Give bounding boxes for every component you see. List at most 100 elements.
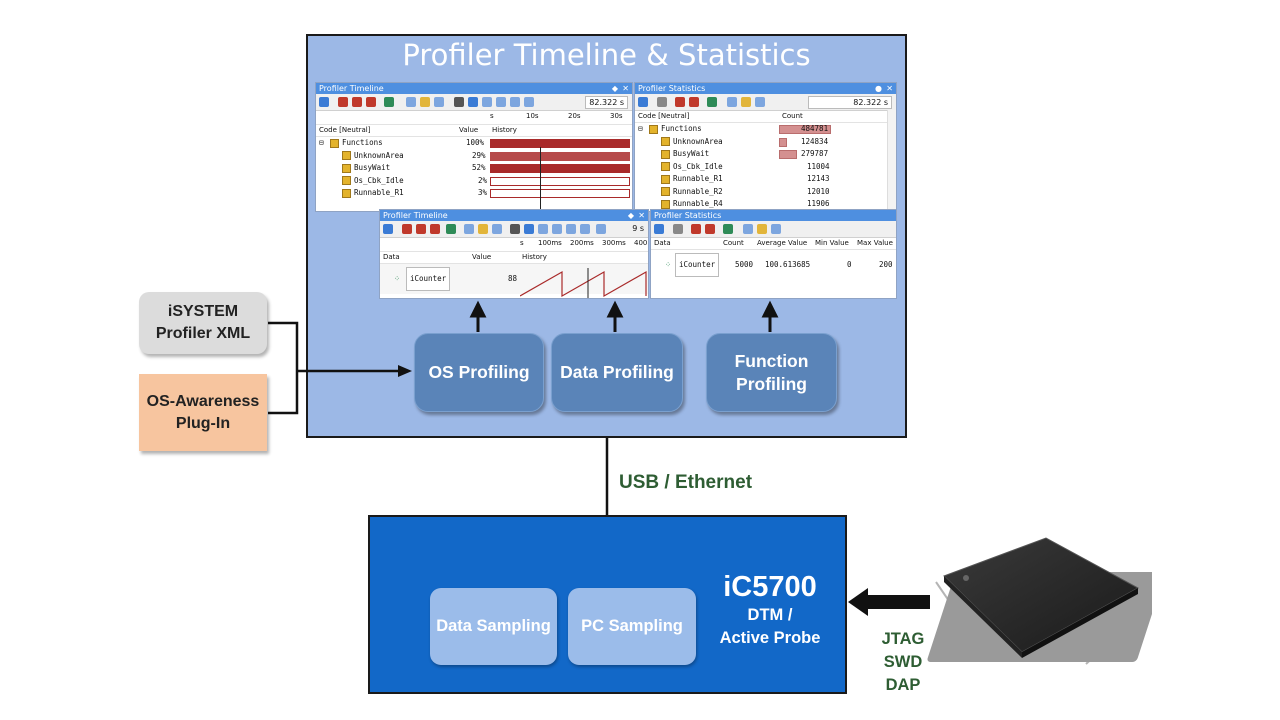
pin-icon[interactable]: ◆ bbox=[627, 211, 634, 220]
col-value: Value bbox=[472, 253, 492, 261]
filter-icon[interactable] bbox=[675, 97, 685, 107]
chart-icon[interactable] bbox=[727, 97, 737, 107]
col-value: Value bbox=[459, 126, 479, 134]
zoom-in-icon[interactable] bbox=[538, 224, 548, 234]
gear-icon[interactable] bbox=[654, 224, 664, 234]
table-row[interactable]: UnknownArea 124834 bbox=[635, 136, 896, 149]
export-icon[interactable] bbox=[446, 224, 456, 234]
zoom-fit-icon[interactable] bbox=[566, 224, 576, 234]
function-icon bbox=[661, 199, 670, 209]
col-count: Count bbox=[782, 112, 803, 120]
cursor-icon[interactable] bbox=[468, 97, 478, 107]
sawtooth-history bbox=[520, 268, 647, 298]
filter-remove-icon[interactable] bbox=[366, 97, 376, 107]
close-icon[interactable]: ✕ bbox=[622, 84, 629, 93]
chart-icon[interactable] bbox=[464, 224, 474, 234]
zoom-all-icon[interactable] bbox=[596, 224, 606, 234]
interface-labels: JTAG SWD DAP bbox=[873, 628, 933, 697]
table-row[interactable]: Runnable_R1 3% bbox=[316, 187, 632, 200]
export-icon[interactable] bbox=[707, 97, 717, 107]
function-icon bbox=[661, 149, 670, 159]
os-profiling-box: OS Profiling bbox=[414, 333, 544, 412]
filter-add-icon[interactable] bbox=[416, 224, 426, 234]
table-row[interactable]: BusyWait 52% bbox=[316, 162, 632, 175]
bookmark-icon[interactable] bbox=[420, 97, 430, 107]
profiler-statistics-window-os[interactable]: Profiler Statistics ● ✕ 82.322 s Code [N… bbox=[634, 82, 897, 212]
filter-add-icon[interactable] bbox=[352, 97, 362, 107]
pin-icon[interactable]: ◆ bbox=[611, 84, 618, 93]
col-history: History bbox=[492, 126, 517, 134]
filter-add-icon[interactable] bbox=[689, 97, 699, 107]
binoculars-icon[interactable] bbox=[510, 224, 520, 234]
device-line-2: Active Probe bbox=[719, 629, 821, 647]
count-bar bbox=[779, 137, 787, 147]
refresh-icon[interactable] bbox=[755, 97, 765, 107]
tick-label: s bbox=[490, 112, 494, 120]
close-icon[interactable]: ✕ bbox=[886, 84, 893, 93]
close-icon[interactable]: ✕ bbox=[638, 211, 645, 220]
time-cursor[interactable] bbox=[540, 147, 541, 211]
zoom-out-icon[interactable] bbox=[552, 224, 562, 234]
chart-icon[interactable] bbox=[743, 224, 753, 234]
window-title: Profiler Statistics bbox=[638, 84, 706, 93]
col-count: Count bbox=[723, 239, 744, 247]
column-header: Code [Neutral] Count bbox=[635, 111, 896, 123]
refresh-icon[interactable] bbox=[771, 224, 781, 234]
table-row[interactable]: ⁘ iCounter 5000 100.613685 0 200 bbox=[651, 250, 896, 280]
table-row[interactable]: Runnable_R2 12010 bbox=[635, 186, 896, 199]
gear-icon[interactable] bbox=[319, 97, 329, 107]
col-min: Min Value bbox=[815, 239, 849, 247]
gear-icon[interactable] bbox=[383, 224, 393, 234]
table-row[interactable]: Runnable_R4 11906 bbox=[635, 198, 896, 211]
gear-icon[interactable] bbox=[638, 97, 648, 107]
binoculars-icon[interactable] bbox=[454, 97, 464, 107]
filter-add-icon[interactable] bbox=[705, 224, 715, 234]
function-icon bbox=[649, 124, 658, 134]
zoom-fit-icon[interactable] bbox=[510, 97, 520, 107]
filter-icon[interactable] bbox=[338, 97, 348, 107]
eye-icon[interactable]: ● bbox=[875, 84, 882, 93]
profiler-timeline-window-data[interactable]: Profiler Timeline ◆ ✕ 9 s s 100ms 200ms … bbox=[379, 209, 649, 299]
history-bar bbox=[490, 164, 630, 173]
filter-icon[interactable] bbox=[402, 224, 412, 234]
columns-icon[interactable] bbox=[657, 97, 667, 107]
export-icon[interactable] bbox=[384, 97, 394, 107]
filter-icon[interactable] bbox=[691, 224, 701, 234]
tick-label: 20s bbox=[568, 112, 581, 120]
arrow-chip-to-probe bbox=[848, 588, 930, 616]
chart-icon[interactable] bbox=[406, 97, 416, 107]
zoom-out-icon[interactable] bbox=[496, 97, 506, 107]
table-row[interactable]: Os_Cbk_Idle 11004 bbox=[635, 161, 896, 174]
table-row[interactable]: ⊟ Functions 100% bbox=[316, 137, 632, 150]
scrollbar[interactable] bbox=[887, 110, 896, 210]
columns-icon[interactable] bbox=[673, 224, 683, 234]
history-bar bbox=[490, 139, 630, 148]
cursor-icon[interactable] bbox=[524, 224, 534, 234]
refresh-icon[interactable] bbox=[492, 224, 502, 234]
tick-label: 300ms bbox=[602, 239, 626, 247]
table-row[interactable]: Os_Cbk_Idle 2% bbox=[316, 175, 632, 188]
export-icon[interactable] bbox=[723, 224, 733, 234]
microcontroller-chip-icon bbox=[927, 537, 1152, 665]
profiler-statistics-window-data[interactable]: Profiler Statistics Data Count Average V… bbox=[650, 209, 897, 299]
jtag-label: JTAG bbox=[881, 630, 925, 648]
time-ruler: s 100ms 200ms 300ms 400 bbox=[380, 238, 648, 252]
bookmark-icon[interactable] bbox=[741, 97, 751, 107]
zoom-reset-icon[interactable] bbox=[524, 97, 534, 107]
bookmark-icon[interactable] bbox=[757, 224, 767, 234]
tick-label: s bbox=[520, 239, 524, 247]
table-row[interactable]: ⊟ Functions 484781 bbox=[635, 123, 896, 136]
function-profiling-box: Function Profiling bbox=[706, 333, 837, 412]
zoom-reset-icon[interactable] bbox=[580, 224, 590, 234]
bookmark-icon[interactable] bbox=[478, 224, 488, 234]
refresh-icon[interactable] bbox=[434, 97, 444, 107]
table-row[interactable]: BusyWait 279787 bbox=[635, 148, 896, 161]
zoom-in-icon[interactable] bbox=[482, 97, 492, 107]
function-profiling-label-1: Function bbox=[734, 350, 809, 371]
profiler-xml-label: Profiler XML bbox=[155, 325, 251, 342]
table-row[interactable]: UnknownArea 29% bbox=[316, 150, 632, 163]
table-row[interactable]: Runnable_R1 12143 bbox=[635, 173, 896, 186]
filter-remove-icon[interactable] bbox=[430, 224, 440, 234]
table-row[interactable]: ⁘ iCounter 88 bbox=[380, 264, 648, 294]
arrow-os-up bbox=[469, 300, 487, 332]
